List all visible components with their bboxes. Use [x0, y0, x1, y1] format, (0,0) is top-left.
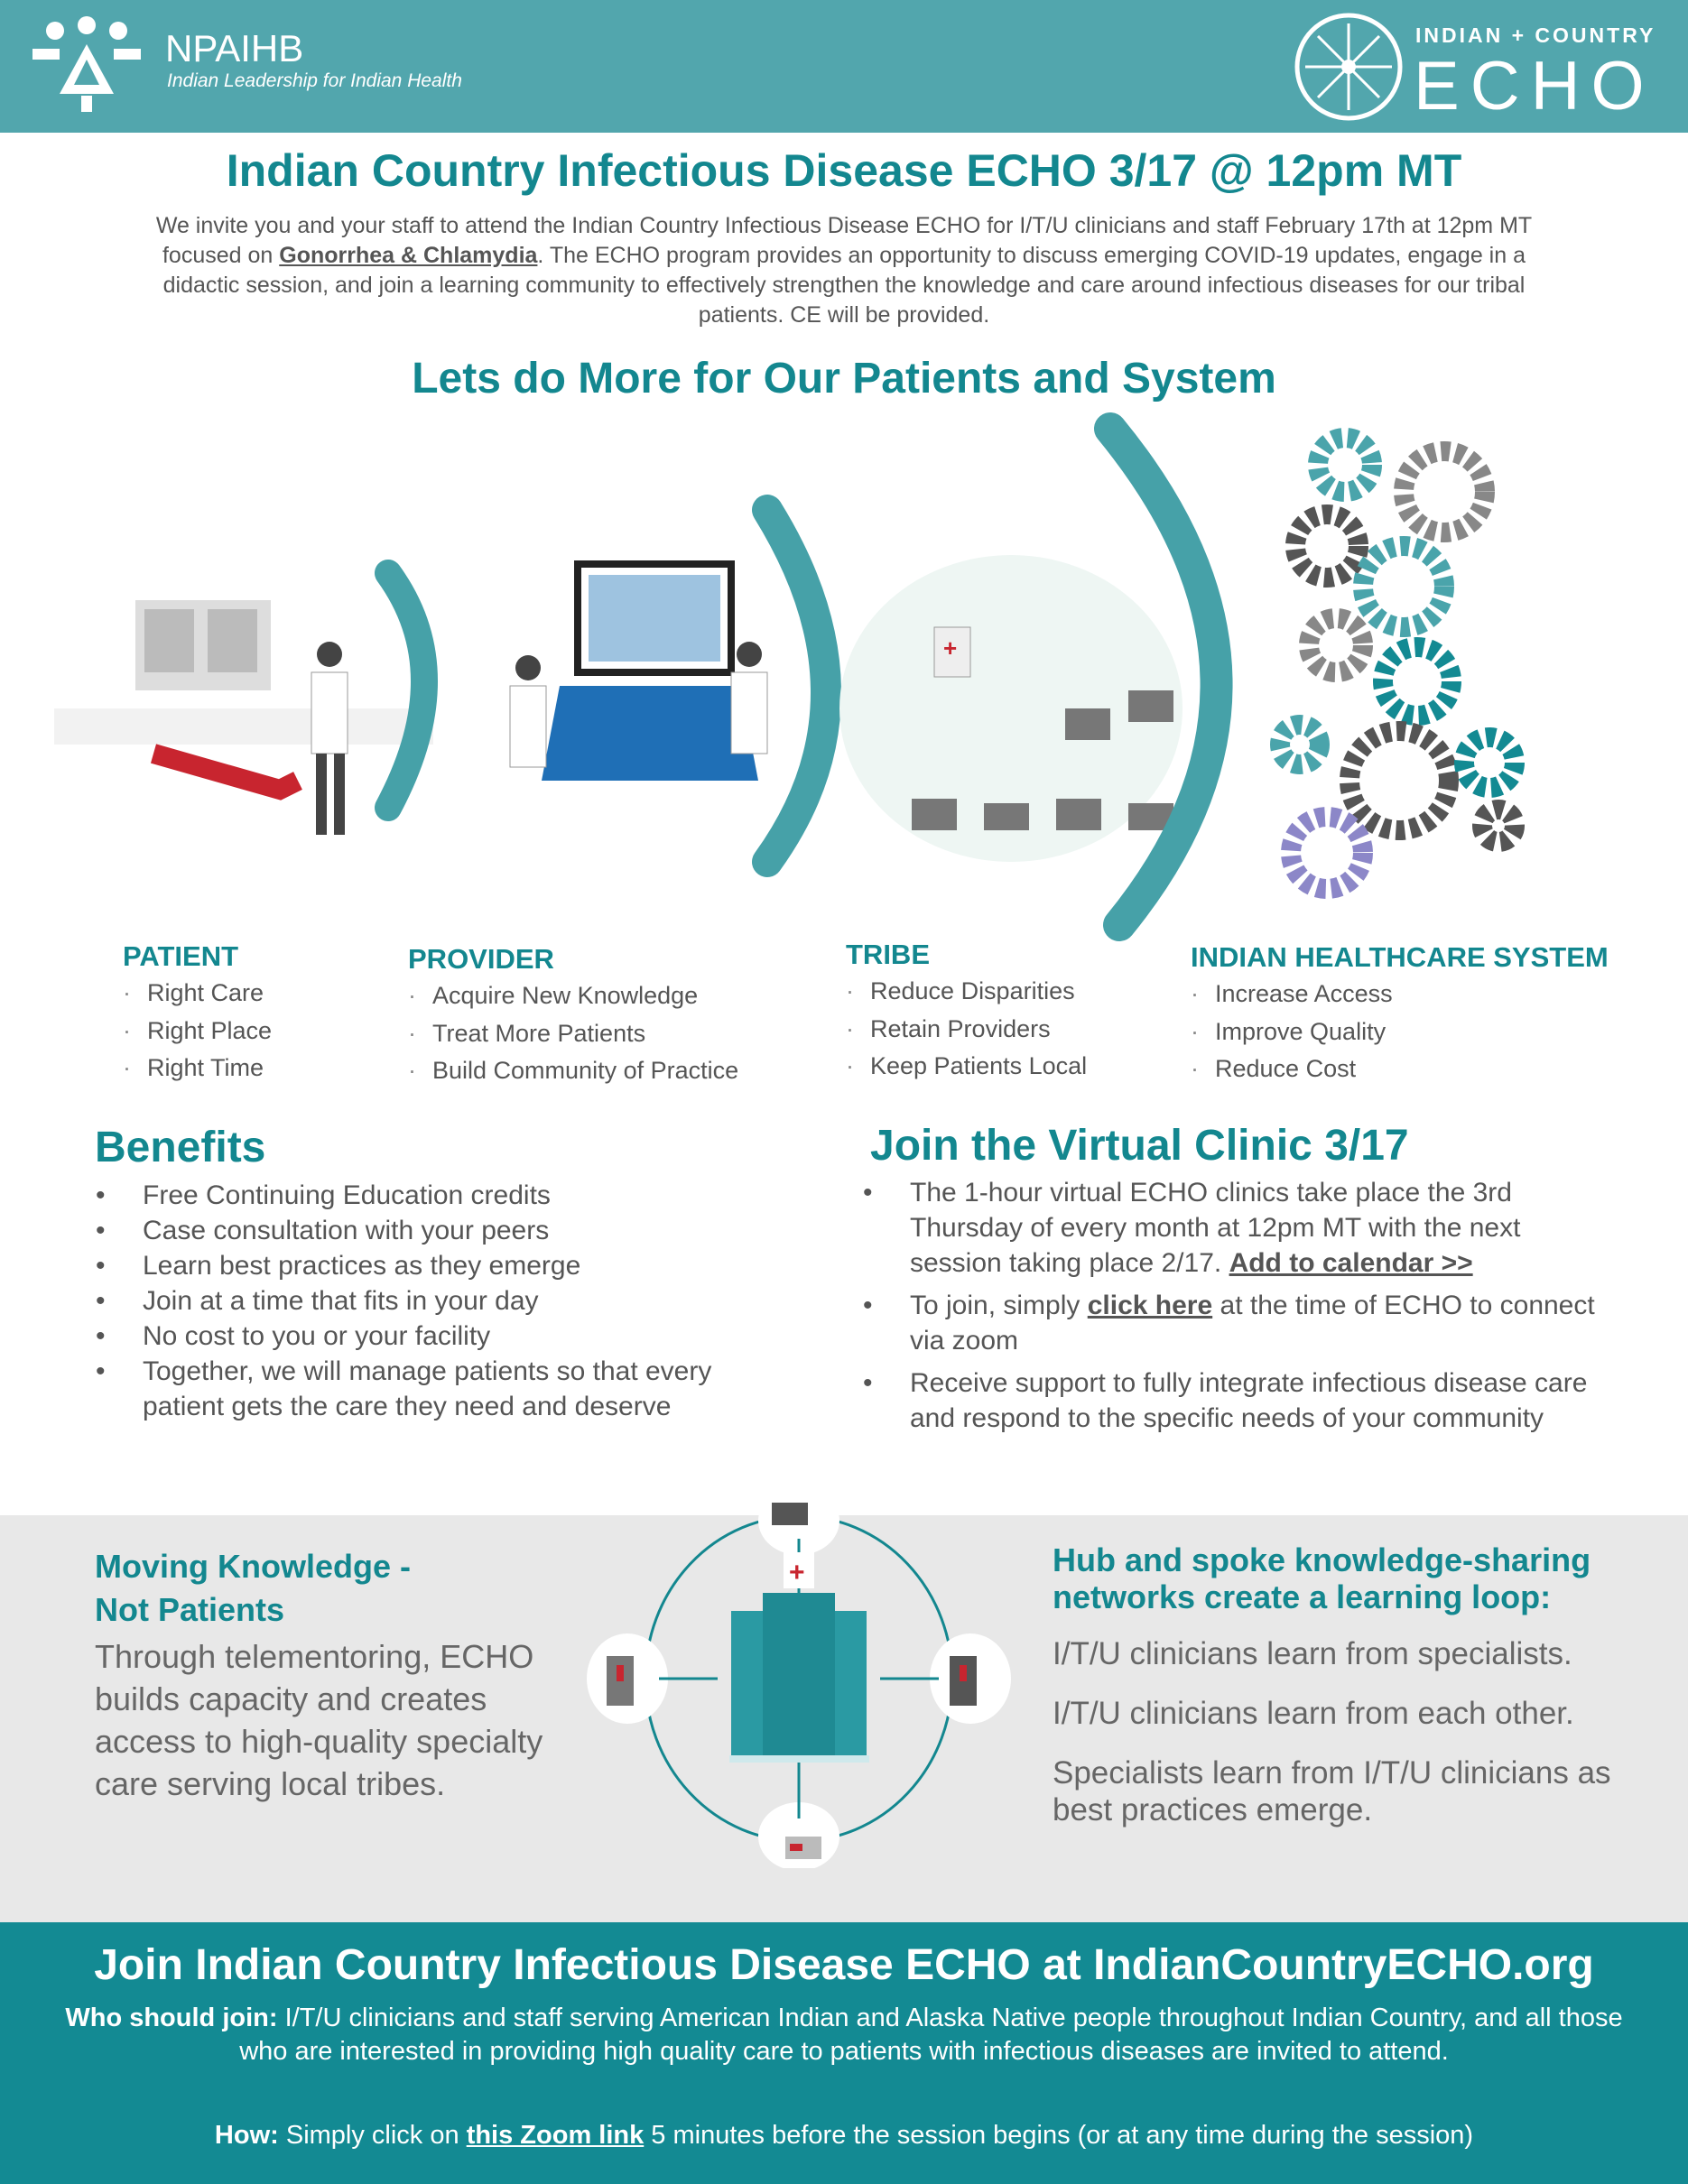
hub-line: I/T/U clinicians learn from specialists.: [1053, 1636, 1572, 1671]
who-text: I/T/U clinicians and staff serving Ameri…: [239, 2004, 1623, 2066]
care-continuum-illustration: +: [54, 412, 1525, 941]
hub-line: Specialists learn from I/T/U clinicians …: [1053, 1755, 1611, 1828]
echo-wordmark: ECHO: [1414, 48, 1656, 125]
table-icon: [542, 686, 758, 781]
column-item: Right Time: [147, 1054, 264, 1081]
benefits-heading: Benefits: [95, 1124, 266, 1171]
hub-line: I/T/U clinicians learn from each other.: [1053, 1696, 1574, 1731]
column-heading: PATIENT: [123, 940, 239, 972]
how-label: How:: [214, 2121, 279, 2150]
benefits-list: Free Continuing Education credits Case c…: [90, 1178, 794, 1424]
list-item: Case consultation with your peers: [90, 1213, 794, 1248]
hub-lines: I/T/U clinicians learn from specialists.…: [1053, 1635, 1639, 1828]
list-item: Together, we will manage patients so tha…: [90, 1354, 794, 1424]
column-heading: TRIBE: [846, 939, 930, 970]
moving-heading-line: Not Patients: [95, 1591, 285, 1628]
exam-chair-icon: [150, 744, 302, 800]
clinic-text: The 1-hour virtual ECHO clinics take pla…: [910, 1178, 1521, 1278]
column-patient: PATIENT ·Right Care·Right Place·Right Ti…: [123, 940, 273, 1081]
column-heading: PROVIDER: [408, 943, 554, 975]
list-item: To join, simply click here at the time o…: [858, 1288, 1607, 1358]
svg-text:+: +: [943, 634, 957, 662]
intro-paragraph: We invite you and your staff to attend t…: [135, 211, 1553, 330]
topic-link[interactable]: Gonorrhea & Chlamydia: [279, 243, 538, 268]
header-bar: NPAIHB Indian Leadership for Indian Heal…: [0, 0, 1688, 133]
column-healthcare-system: INDIAN HEALTHCARE SYSTEM ·Increase Acces…: [1191, 941, 1609, 1082]
column-item: Improve Quality: [1215, 1017, 1387, 1045]
svg-text:+: +: [789, 1558, 805, 1587]
doctor-icon: [311, 642, 348, 835]
column-item: Keep Patients Local: [870, 1052, 1088, 1079]
column-tribe: TRIBE ·Reduce Disparities·Retain Provide…: [846, 939, 1088, 1079]
footer: Join Indian Country Infectious Disease E…: [0, 1922, 1688, 2184]
list-item: Join at a time that fits in your day: [90, 1283, 794, 1319]
clinic-icon: [933, 626, 971, 678]
gears-icon: [1270, 428, 1525, 899]
npaihb-logo-icon: [32, 16, 141, 112]
list-item: Learn best practices as they emerge: [90, 1248, 794, 1283]
section-subtitle: Lets do More for Our Patients and System: [412, 355, 1276, 403]
moving-heading: Moving Knowledge - Not Patients: [95, 1545, 411, 1632]
zoom-link[interactable]: this Zoom link: [466, 2121, 645, 2150]
list-item: The 1-hour virtual ECHO clinics take pla…: [858, 1175, 1607, 1281]
clinic-text: To join, simply: [910, 1291, 1088, 1320]
intro-text-2: . The ECHO program provides an opportuni…: [162, 243, 1526, 328]
click-here-link[interactable]: click here: [1087, 1291, 1213, 1320]
column-heading: INDIAN HEALTHCARE SYSTEM: [1191, 941, 1609, 973]
column-item: Build Community of Practice: [432, 1057, 739, 1084]
column-item: Right Care: [147, 979, 264, 1006]
hospital-icon: +: [729, 1552, 869, 1763]
add-to-calendar-link[interactable]: Add to calendar >>: [1229, 1248, 1473, 1278]
column-item: Retain Providers: [870, 1014, 1051, 1042]
list-item: Receive support to fully integrate infec…: [858, 1365, 1607, 1436]
echo-subtitle: INDIAN + COUNTRY: [1415, 23, 1656, 47]
column-item: Right Place: [147, 1016, 273, 1044]
org-name: NPAIHB: [165, 27, 304, 69]
column-provider: PROVIDER ·Acquire New Knowledge·Treat Mo…: [408, 943, 739, 1084]
clinic-text: at the time of ECHO to connect via zoom: [910, 1291, 1595, 1356]
footer-who: Who should join: I/T/U clinicians and st…: [45, 2002, 1643, 2068]
column-item: Increase Access: [1215, 980, 1393, 1007]
list-item: No cost to you or your facility: [90, 1319, 794, 1354]
column-item: Treat More Patients: [432, 1019, 646, 1047]
page-title: Indian Country Infectious Disease ECHO 3…: [226, 145, 1462, 196]
hub-heading: Hub and spoke knowledge-sharing networks…: [1053, 1541, 1591, 1615]
intro-text: We invite you and your staff to attend t…: [155, 213, 1533, 268]
echo-logo-icon: [1294, 13, 1403, 121]
footer-how: How: Simply click on this Zoom link 5 mi…: [0, 2121, 1688, 2151]
moving-body: Through telementoring, ECHO builds capac…: [95, 1638, 543, 1802]
column-item: Acquire New Knowledge: [432, 982, 699, 1009]
who-label: Who should join:: [65, 2004, 278, 2032]
clinic-heading: Join the Virtual Clinic 3/17: [870, 1122, 1409, 1170]
hub-spoke-diagram: +: [587, 1498, 1011, 1868]
how-text: Simply click on: [278, 2121, 467, 2150]
how-text-2: 5 minutes before the session begins (or …: [644, 2121, 1474, 2150]
footer-heading: Join Indian Country Infectious Disease E…: [94, 1941, 1594, 1989]
list-item: Free Continuing Education credits: [90, 1178, 794, 1213]
column-item: Reduce Disparities: [870, 977, 1075, 1004]
clinic-list: The 1-hour virtual ECHO clinics take pla…: [858, 1175, 1607, 1436]
moving-heading-line: Moving Knowledge -: [95, 1548, 411, 1585]
column-item: Reduce Cost: [1215, 1055, 1357, 1082]
org-tagline: Indian Leadership for Indian Health: [167, 70, 462, 91]
